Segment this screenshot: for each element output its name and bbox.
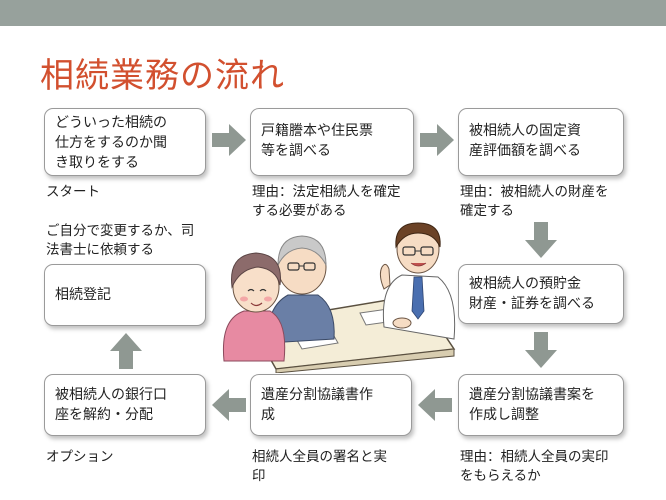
step-family-register: 戸籍謄本や住民票 等を調べる — [250, 108, 414, 176]
arrow-up-icon — [110, 333, 142, 369]
step-deposits: 被相続人の預貯金 財産・証券を調べる — [458, 264, 624, 324]
note-start: スタート — [46, 184, 100, 200]
slide-title: 相続業務の流れ — [40, 56, 285, 96]
note-self-or-scrivener: ご自分で変更するか、司 法書士に依頼する — [46, 223, 195, 258]
step-fixed-asset: 被相続人の固定資 産評価額を調べる — [458, 108, 624, 176]
arrow-down-icon — [525, 332, 557, 368]
arrow-left-icon — [212, 389, 246, 421]
arrow-down-icon — [525, 222, 557, 258]
note-signature: 相続人全員の署名と実 印 — [252, 449, 387, 484]
arrow-left-icon — [418, 389, 452, 421]
step-agreement-draft: 遺産分割協議書案を 作成し調整 — [458, 374, 624, 436]
consultation-illustration — [222, 222, 456, 373]
step-hearing: どういった相続の 仕方をするのか聞 き取りをする — [44, 108, 206, 176]
arrow-right-icon — [212, 124, 246, 156]
step-bank-account: 被相続人の銀行口 座を解約・分配 — [44, 374, 206, 436]
note-reason-seal: 理由：相続人全員の実印 をもらえるか — [460, 449, 609, 484]
note-reason-family: 理由：法定相続人を確定 する必要がある — [252, 184, 401, 219]
note-option: オプション — [46, 449, 114, 465]
top-bar — [0, 0, 666, 26]
step-agreement: 遺産分割協議書作 成 — [250, 374, 412, 436]
note-reason-assets: 理由：被相続人の財産を 確定する — [460, 184, 609, 219]
arrow-right-icon — [420, 124, 454, 156]
step-registration: 相続登記 — [44, 264, 206, 326]
